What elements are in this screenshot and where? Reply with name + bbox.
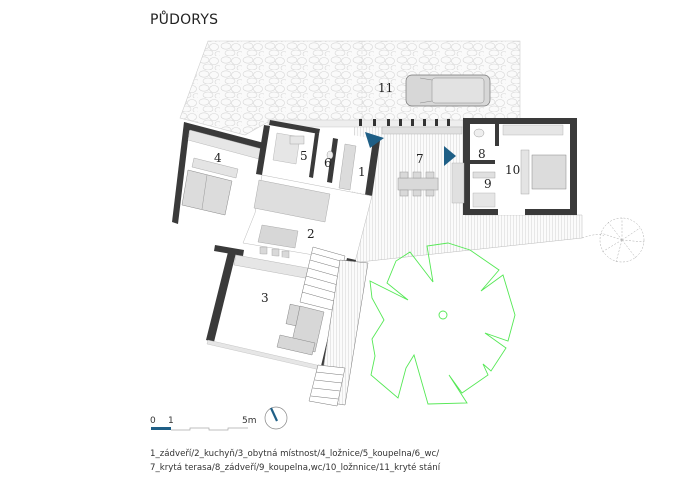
room-label-8: 8 <box>478 147 486 161</box>
room-label-11: 11 <box>378 81 393 95</box>
scale-label-5m: 5m <box>242 416 257 426</box>
room-label-10: 10 <box>505 163 520 177</box>
annex <box>451 118 577 215</box>
room-label-9: 9 <box>484 177 492 191</box>
scale-label-0: 0 <box>150 416 156 426</box>
room-label-6: 6 <box>324 156 332 170</box>
car-icon <box>405 74 491 107</box>
room-label-2: 2 <box>307 227 315 241</box>
scale-label-1: 1 <box>168 416 174 426</box>
main-house <box>172 120 380 373</box>
room-labels: 1 2 3 4 5 6 7 8 9 10 11 <box>214 81 520 305</box>
page-title: PŮDORYS <box>150 12 219 28</box>
legend-line-1: 1_zádveří/2_kuchyň/3_obytná místnost/4_l… <box>150 449 440 459</box>
legend: 1_zádveří/2_kuchyň/3_obytná místnost/4_l… <box>150 447 440 475</box>
room-label-3: 3 <box>261 291 269 305</box>
tree-icon <box>369 242 516 405</box>
entrance-arrow-icon <box>365 132 384 148</box>
scale-bar: 0 1 5m <box>150 416 257 431</box>
stairs <box>299 246 369 407</box>
spiral-stair <box>581 217 645 263</box>
dining-table-icon <box>397 171 439 197</box>
room-label-5: 5 <box>300 149 308 163</box>
room-label-4: 4 <box>214 151 222 165</box>
legend-line-2: 7_krytá terasa/8_zádveří/9_koupelna,wc/1… <box>150 463 441 473</box>
room-label-7: 7 <box>416 152 424 166</box>
entrance-arrow-icon <box>444 146 456 166</box>
room-label-1: 1 <box>358 165 366 179</box>
north-arrow-icon <box>264 406 288 430</box>
